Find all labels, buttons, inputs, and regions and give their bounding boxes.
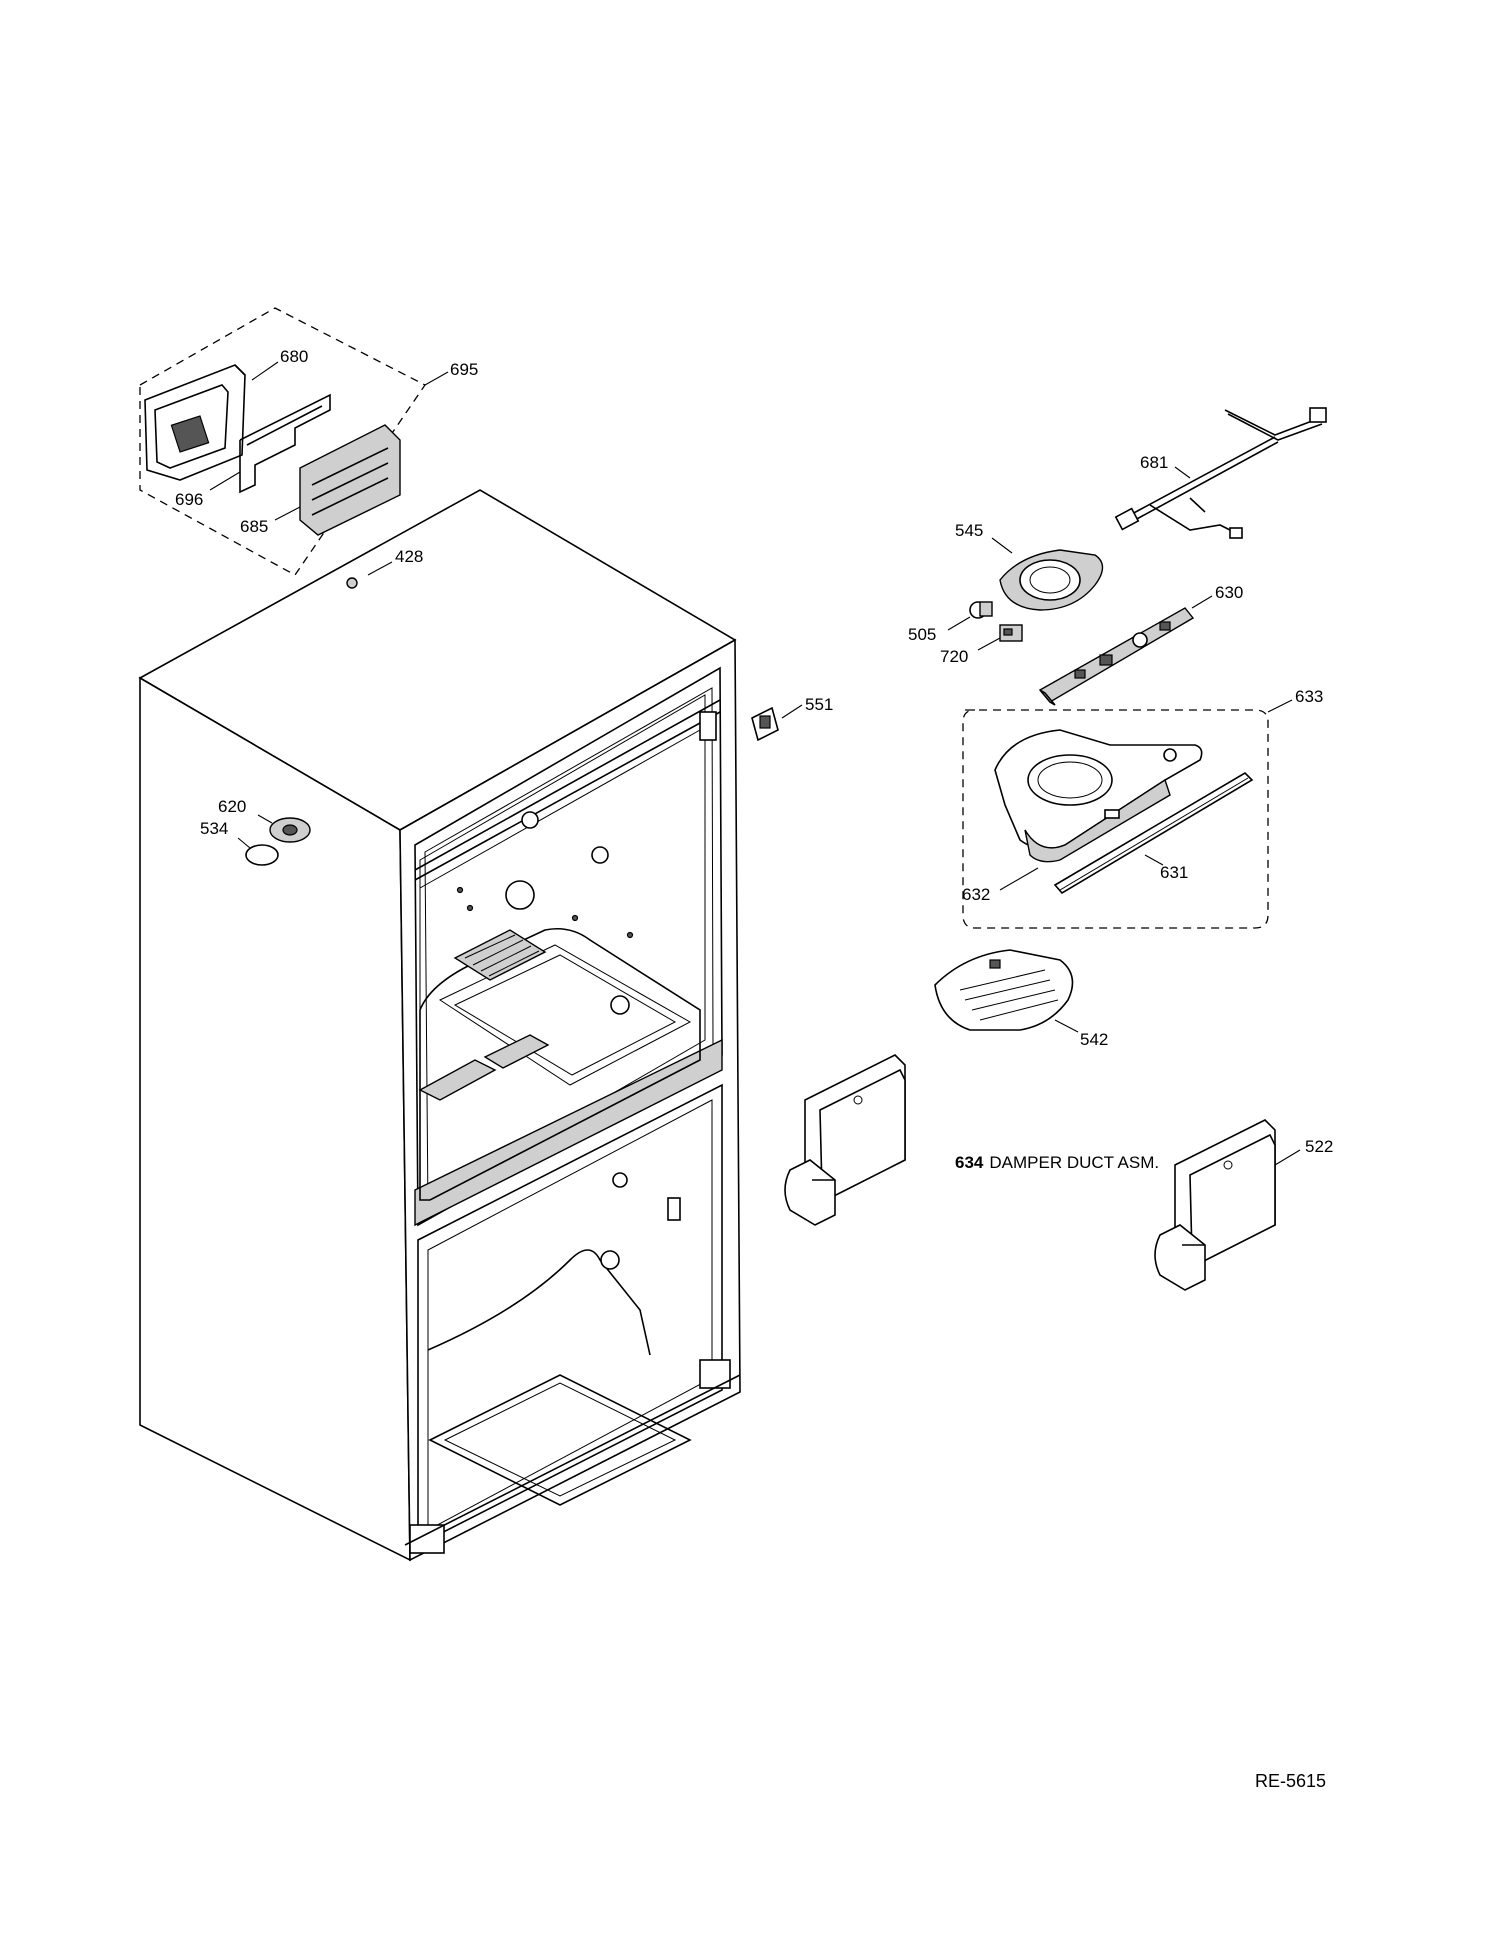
callout-633: 633: [1295, 687, 1323, 706]
callout-428: 428: [395, 547, 423, 566]
part-534-cover: 534: [200, 819, 279, 866]
leader-695: [424, 371, 449, 386]
callout-542: 542: [1080, 1030, 1108, 1049]
part-522-damper-duct: 522: [1154, 1119, 1333, 1291]
callout-695: 695: [450, 360, 478, 379]
damper-assembly-group: 633 632 631: [962, 687, 1323, 929]
callout-522: 522: [1305, 1137, 1333, 1156]
drawing-code: RE-5615: [1255, 1771, 1326, 1791]
callout-696: 696: [175, 490, 203, 509]
callout-680: 680: [280, 347, 308, 366]
callout-681: 681: [1140, 453, 1168, 472]
air-vent-grille: [453, 929, 547, 981]
callout-631: 631: [1160, 863, 1188, 882]
leader-685: [274, 506, 301, 521]
callout-551: 551: [805, 695, 833, 714]
callout-685: 685: [240, 517, 268, 536]
filter-kit-group: 680 695 696 685: [139, 307, 478, 576]
part-696-gasket: [239, 393, 331, 494]
part-630-control-board: 630: [1038, 583, 1243, 706]
part-620-thermistor: 620: [218, 797, 311, 843]
part-428-screw: 428: [346, 547, 423, 589]
part-545-light-shield: 545: [955, 521, 1104, 611]
part-505-light-bulb: 505: [908, 601, 993, 644]
part-631-damper-trim: [1053, 771, 1254, 895]
part-632-damper-housing: [994, 729, 1203, 863]
leader-696: [209, 471, 241, 491]
callout-620: 620: [218, 797, 246, 816]
callout-630: 630: [1215, 583, 1243, 602]
callout-720: 720: [940, 647, 968, 666]
part-685-filter-cover: [299, 424, 401, 536]
callout-545: 545: [955, 521, 983, 540]
leader-680: [251, 361, 279, 381]
part-720-lamp-socket: 720: [940, 624, 1023, 666]
part-634-damper-duct: [784, 1054, 906, 1226]
callout-632: 632: [962, 885, 990, 904]
refrigerator-cabinet: [138, 489, 741, 1562]
part-680-filter-frame: [144, 364, 246, 481]
cabinet-divider: [414, 1038, 723, 1227]
part-542-fan-cover: 542: [934, 949, 1108, 1049]
damper-group-dashed-boundary: [962, 709, 1269, 929]
callout-505: 505: [908, 625, 936, 644]
part-681-wire-harness: 681: [1114, 407, 1327, 539]
part-551-door-switch: 551: [751, 695, 833, 742]
callout-534: 534: [200, 819, 228, 838]
cabinet-front-frame: [399, 638, 741, 1562]
